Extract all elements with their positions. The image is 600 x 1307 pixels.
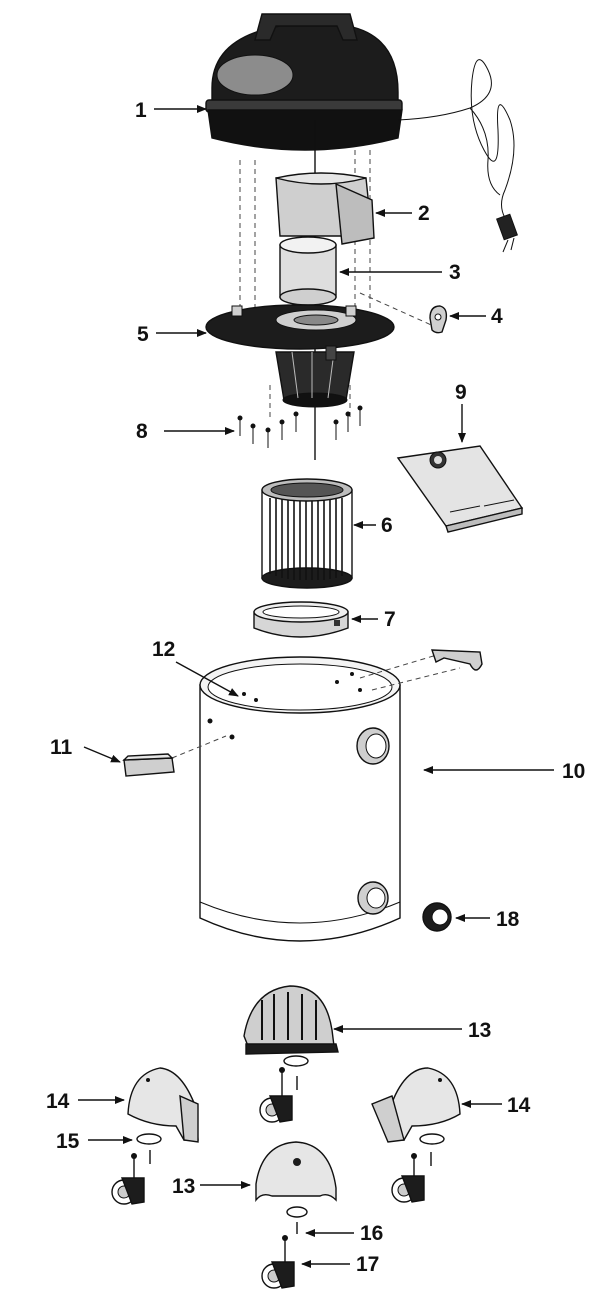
callout-18: 18 xyxy=(496,908,520,931)
callout-5: 5 xyxy=(137,323,149,346)
clip xyxy=(429,305,448,334)
filter-bag xyxy=(396,445,524,533)
leader-arrows xyxy=(78,105,554,1268)
callout-4: 4 xyxy=(491,305,503,328)
callout-15: 15 xyxy=(56,1130,80,1153)
tank-handle-left xyxy=(122,753,175,777)
callout-2: 2 xyxy=(418,202,430,225)
motor-head xyxy=(205,13,518,253)
callout-9: 9 xyxy=(455,381,467,404)
caster-right xyxy=(391,1152,432,1203)
caster-bottom xyxy=(261,1222,298,1289)
drain-plug xyxy=(422,902,452,932)
caster-cover-top xyxy=(243,985,339,1067)
callout-3: 3 xyxy=(449,261,461,284)
callout-13-top: 13 xyxy=(468,1019,491,1042)
callout-16: 16 xyxy=(360,1222,383,1245)
cartridge-filter xyxy=(261,478,353,589)
assembly-lines xyxy=(239,120,439,460)
foam-band xyxy=(275,172,375,245)
callout-13-bottom: 13 xyxy=(172,1175,195,1198)
caster-cover-right xyxy=(371,1067,461,1145)
callout-labels: 1 2 3 4 5 6 7 8 9 10 11 12 13 13 14 14 1… xyxy=(46,99,585,1276)
callout-1: 1 xyxy=(135,99,147,122)
caster-left xyxy=(111,1150,151,1205)
screws xyxy=(237,405,363,448)
tank-handle-right xyxy=(431,649,483,671)
caster-cover-left xyxy=(127,1067,199,1145)
lid-plate xyxy=(205,304,395,408)
callout-12: 12 xyxy=(152,638,175,661)
callout-14-right: 14 xyxy=(507,1094,531,1117)
caster-top-center xyxy=(259,1067,298,1123)
callout-10: 10 xyxy=(562,760,585,783)
tank xyxy=(171,653,461,942)
callout-11: 11 xyxy=(50,736,73,759)
caster-cover-bottom xyxy=(255,1141,337,1218)
callout-7: 7 xyxy=(384,608,396,631)
callout-14-left: 14 xyxy=(46,1090,70,1113)
callout-17: 17 xyxy=(356,1253,379,1276)
callout-6: 6 xyxy=(381,514,393,537)
tube-filter xyxy=(279,236,337,306)
callout-8: 8 xyxy=(136,420,148,443)
ring xyxy=(253,601,349,638)
